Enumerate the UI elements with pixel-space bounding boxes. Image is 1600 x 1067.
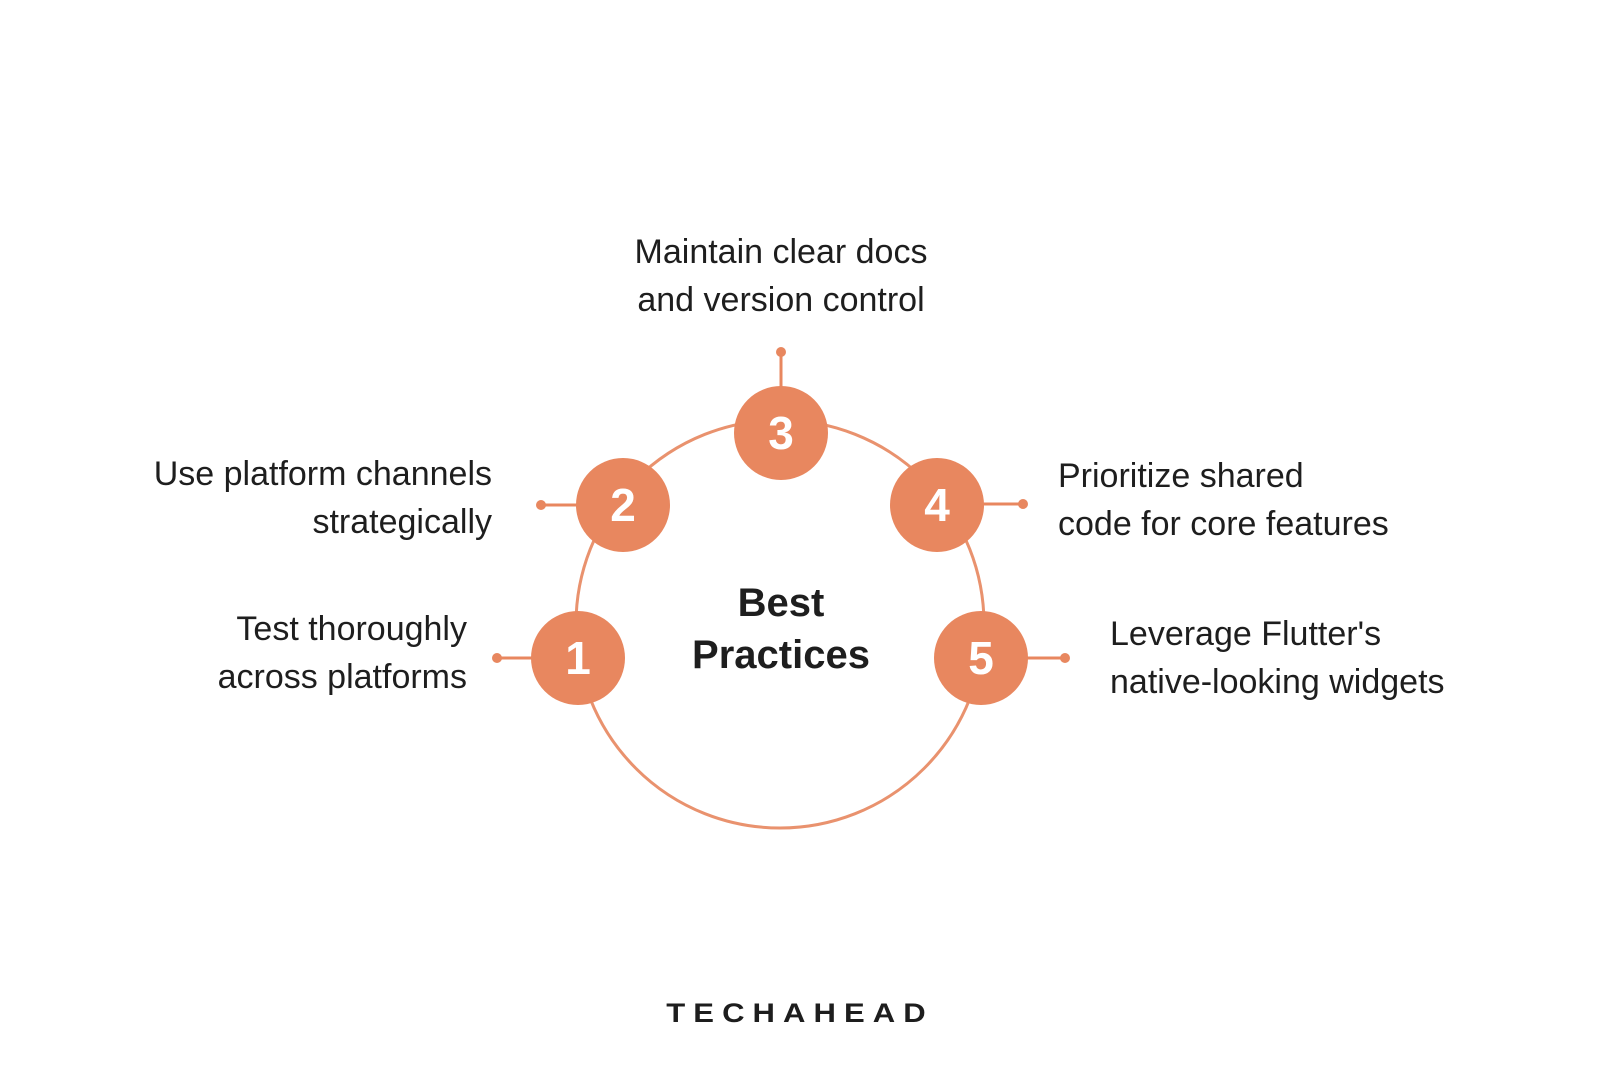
node-label-1-line2: across platforms [217, 658, 467, 696]
node-label-1-line1: Test thoroughly [236, 610, 467, 648]
node-label-5-line2: native-looking widgets [1110, 663, 1445, 701]
node-label-3-line2: and version control [637, 281, 925, 319]
node-label-5: Leverage Flutter's native-looking widget… [1110, 610, 1580, 706]
node-number-2: 2 [610, 479, 636, 531]
node-number-3: 3 [768, 407, 794, 459]
node-label-4: Prioritize shared code for core features [1058, 452, 1528, 548]
node-label-5-line1: Leverage Flutter's [1110, 615, 1382, 653]
techahead-logo: TECHAHEAD [666, 998, 934, 1028]
center-title-line1: Best [737, 581, 825, 625]
node-circle-1: 1 [531, 611, 625, 705]
node-number-4: 4 [924, 479, 950, 531]
connector-dot-5 [1060, 653, 1070, 663]
node-label-3-line1: Maintain clear docs [634, 233, 928, 271]
connector-dot-2 [536, 500, 546, 510]
node-label-3: Maintain clear docs and version control [531, 228, 1031, 324]
node-circle-5: 5 [934, 611, 1028, 705]
connector-dot-4 [1018, 499, 1028, 509]
node-label-2-line2: strategically [312, 503, 492, 541]
center-title-line2: Practices [692, 633, 870, 677]
connector-dot-1 [492, 653, 502, 663]
node-number-1: 1 [565, 632, 591, 684]
center-title: Best Practices [581, 577, 981, 681]
node-label-2: Use platform channels strategically [92, 450, 492, 546]
connector-dot-3 [776, 347, 786, 357]
node-circle-4: 4 [890, 458, 984, 552]
node-label-4-line1: Prioritize shared [1058, 457, 1304, 495]
node-number-5: 5 [968, 632, 994, 684]
node-label-2-line1: Use platform channels [153, 455, 492, 493]
node-circle-3: 3 [734, 386, 828, 480]
node-label-4-line2: code for core features [1058, 505, 1389, 543]
node-label-1: Test thoroughly across platforms [67, 605, 467, 701]
node-circle-2: 2 [576, 458, 670, 552]
